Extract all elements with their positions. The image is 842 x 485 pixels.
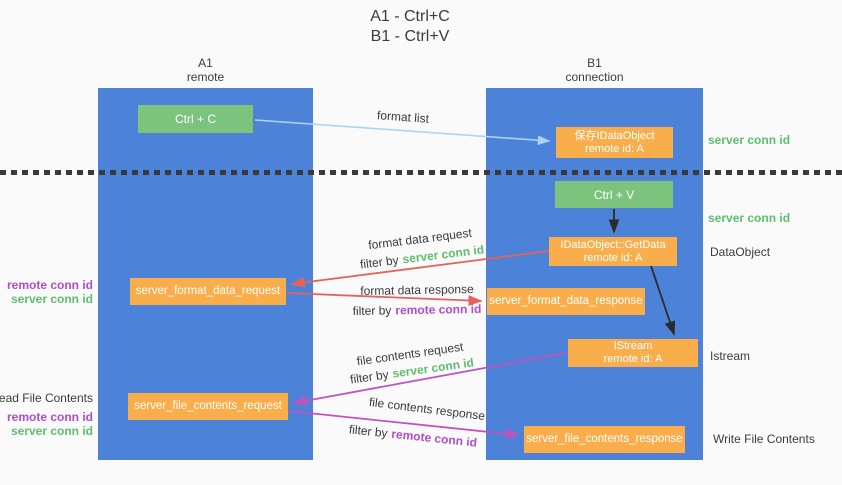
diagram-title-line1: A1 - Ctrl+C	[370, 8, 450, 25]
server-file-contents-response-box: server_file_contents_response	[524, 426, 685, 453]
istream-side-label: Istream	[710, 349, 751, 363]
server-format-data-request-box: server_format_data_request	[130, 278, 286, 305]
remote-conn-id-left-top: remote conn id	[6, 278, 93, 292]
idataobject-getdata-box: IDataObject::GetData remote id: A	[549, 237, 677, 266]
istream-line2: remote id: A	[603, 353, 663, 365]
server-conn-id-right-top: server conn id	[708, 133, 791, 147]
lane-right-name: B1	[587, 56, 602, 70]
server-format-data-response-box: server_format_data_response	[487, 288, 645, 315]
file-response-label: server_file_contents_response	[526, 433, 683, 445]
remote-conn-id-left-bottom: remote conn id	[6, 410, 93, 424]
filter-by-text: filter by	[348, 422, 389, 441]
server-conn-id-left-bottom: server conn id	[10, 424, 93, 438]
server-conn-id-right-mid: server conn id	[708, 211, 791, 225]
lane-right-role: connection	[565, 70, 624, 84]
lane-left-role: remote	[186, 70, 225, 84]
ctrl-v-label: Ctrl + V	[593, 187, 635, 202]
istream-box: IStream remote id: A	[568, 339, 698, 367]
lane-left-name: A1	[198, 56, 213, 70]
format-request-label: server_format_data_request	[135, 285, 281, 297]
filter-by-text: filter by	[359, 252, 400, 272]
save-idataobject-line2: remote id: A	[585, 142, 644, 155]
save-idataobject-box: 保存IDataObject remote id: A	[556, 127, 673, 158]
ctrl-v-box: Ctrl + V	[555, 181, 673, 208]
ctrl-c-label: Ctrl + C	[174, 112, 216, 126]
format-response-label: server_format_data_response	[489, 295, 643, 307]
format-data-response-label: format data response	[360, 282, 474, 298]
filter-by-text: filter by	[349, 367, 390, 387]
session-divider-dashed-line	[0, 170, 842, 175]
filter-by-text: filter by	[352, 303, 392, 319]
write-file-contents-label: Write File Contents	[713, 432, 815, 446]
lane-left-header: A1 remote	[98, 56, 313, 84]
remote-conn-id-text: remote conn id	[395, 301, 482, 318]
file-request-label: server_file_contents_request	[134, 400, 282, 412]
server-file-contents-request-box: server_file_contents_request	[128, 393, 288, 420]
getdata-line1: IDataObject::GetData	[560, 238, 666, 251]
lane-right-header: B1 connection	[486, 56, 703, 84]
istream-line1: IStream	[613, 340, 653, 352]
server-conn-id-left-top: server conn id	[10, 292, 93, 306]
ctrl-c-box: Ctrl + C	[138, 105, 253, 133]
diagram-title-line2: B1 - Ctrl+V	[370, 28, 450, 45]
file-contents-response-label: file contents response	[368, 394, 486, 424]
dataobject-label: DataObject	[710, 245, 771, 259]
getdata-line2: remote id: A	[583, 251, 643, 264]
remote-conn-id-text: remote conn id	[390, 426, 478, 450]
format-list-label: format list	[376, 108, 430, 126]
read-file-contents-label: Read File Contents	[0, 391, 93, 405]
save-idataobject-line1: 保存IDataObject	[574, 129, 655, 142]
